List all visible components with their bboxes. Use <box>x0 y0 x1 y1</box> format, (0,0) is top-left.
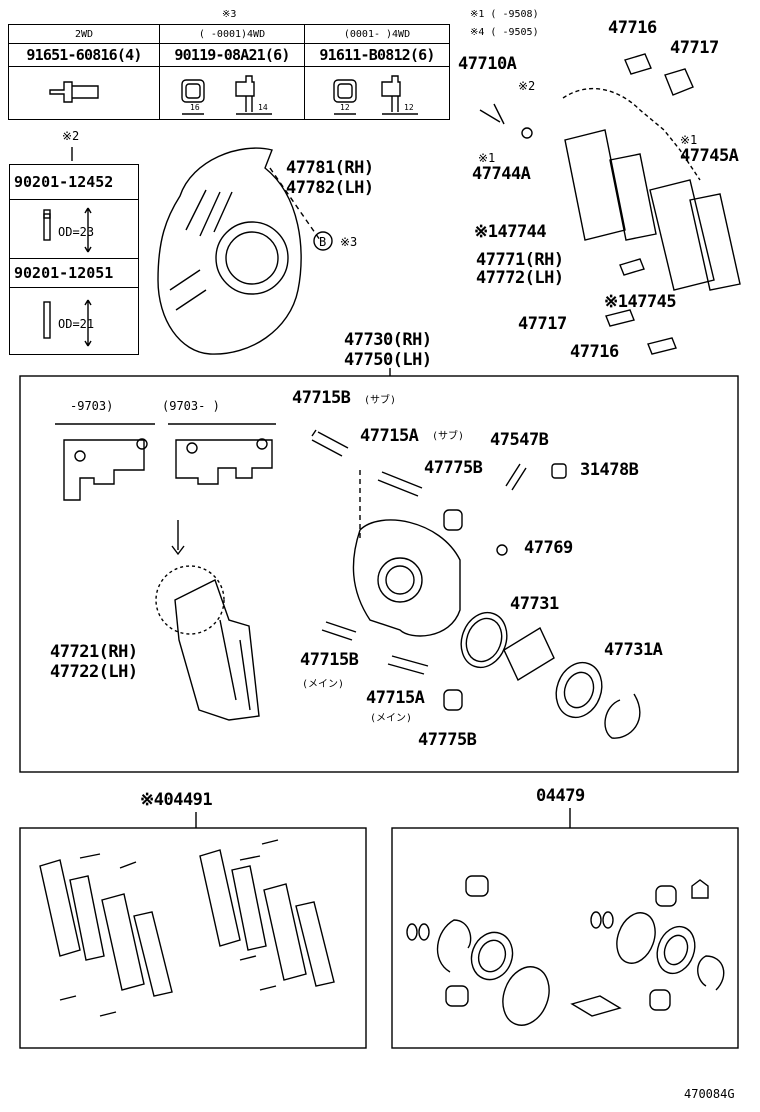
bolt-table: 2WD ( -0001)4WD (0001- )4WD 91651-60816(… <box>8 24 450 120</box>
washer-part-2: 90201-12051 <box>9 258 139 288</box>
label-47731A: 47731A <box>604 640 663 660</box>
bolt-image-4wd-a <box>159 66 305 120</box>
dim-d: 12 <box>404 103 414 112</box>
seal-kit-frame <box>391 827 739 1049</box>
label-47717-top: 47717 <box>670 38 719 58</box>
dust-cover-drawing <box>157 147 333 355</box>
bolt-header-2wd: 2WD <box>8 24 160 44</box>
label-47772: 47772(LH) <box>476 268 564 288</box>
label-47547B: 47547B <box>490 430 549 450</box>
mounting-bracket-drawing <box>155 565 260 721</box>
label-note2: ※2 <box>518 79 536 93</box>
dim-c: 12 <box>340 103 350 112</box>
washer-image-2 <box>9 287 139 355</box>
bolt-table-note: ※3 <box>222 9 237 20</box>
label-kana-main-1: (メイン) <box>302 679 345 690</box>
label-kana-sub-2: (サブ) <box>432 431 465 442</box>
label-47781: 47781(RH) <box>286 158 374 178</box>
bolt-image-2wd <box>8 66 160 120</box>
dim-a: 16 <box>190 103 200 112</box>
washer-note: ※2 <box>62 129 80 143</box>
bolt-part-2wd: 91651-60816(4) <box>8 43 160 67</box>
caliper-assembly-frame <box>19 375 739 773</box>
bolt-image-4wd-b <box>304 66 450 120</box>
seal-kit-drawing <box>406 875 725 1026</box>
label-date-b: (9703- ) <box>162 399 220 413</box>
label-04479: 04479 <box>536 786 585 806</box>
label-47715A-main: 47715A <box>366 688 425 708</box>
label-47745: ※147745 <box>604 292 677 312</box>
label-47744A: 47744A <box>472 164 531 184</box>
pad-kit-frame <box>19 827 367 1049</box>
label-47745A: 47745A <box>680 146 739 166</box>
figure-code: 470084G <box>684 1087 735 1101</box>
label-47710A: 47710A <box>458 54 517 74</box>
pad-kit-drawing <box>39 839 335 1017</box>
label-note1-b: ※1 <box>478 151 496 165</box>
bolt-header-4wd-b: (0001- )4WD <box>304 24 450 44</box>
label-47775B-top: 47775B <box>424 458 483 478</box>
label-date-a: -9703) <box>70 399 114 413</box>
note-4: ※4 ( -9505) <box>470 27 539 38</box>
bolt-part-4wd-a: 90119-08A21(6) <box>159 43 305 67</box>
bolt-header-4wd-a: ( -0001)4WD <box>159 24 305 44</box>
label-04491: ※404491 <box>140 790 213 810</box>
piston-seal-drawing <box>460 611 641 739</box>
label-47715A-sub: 47715A <box>360 426 419 446</box>
label-47769: 47769 <box>524 538 573 558</box>
label-47716-bottom: 47716 <box>570 342 619 362</box>
label-47782: 47782(LH) <box>286 178 374 198</box>
label-47715B-main: 47715B <box>300 650 359 670</box>
label-note3: ※3 <box>340 235 358 249</box>
label-47715B-sub: 47715B <box>292 388 351 408</box>
washer-image-1 <box>9 199 139 259</box>
label-47750: 47750(LH) <box>344 350 432 370</box>
note-1: ※1 ( -9508) <box>470 9 539 20</box>
label-note1-a: ※1 <box>680 133 698 147</box>
label-b-circle: B <box>319 235 327 249</box>
washer-table: 90201-12452 90201-12051 <box>9 164 139 355</box>
dim-b: 14 <box>258 103 268 112</box>
label-47722: 47722(LH) <box>50 662 138 682</box>
bolt-part-4wd-b: 91611-B0812(6) <box>304 43 450 67</box>
label-47771: 47771(RH) <box>476 250 564 270</box>
washer-od-1: OD=23 <box>58 225 95 239</box>
pad-assembly-drawing <box>479 53 741 355</box>
mounting-bracket-variants <box>55 423 276 556</box>
label-31478B: 31478B <box>580 460 639 480</box>
label-kana-sub-1: (サブ) <box>364 395 397 406</box>
guide-bolts-drawing <box>311 429 567 711</box>
washer-part-1: 90201-12452 <box>9 164 139 200</box>
label-47717-bottom: 47717 <box>518 314 567 334</box>
label-47775B-bottom: 47775B <box>418 730 477 750</box>
label-47731: 47731 <box>510 594 559 614</box>
label-47744: ※147744 <box>474 222 547 242</box>
label-kana-main-2: (メイン) <box>370 713 413 724</box>
label-47730: 47730(RH) <box>344 330 432 350</box>
washer-od-2: OD=21 <box>58 317 95 331</box>
caliper-body-drawing <box>352 470 461 637</box>
label-47721: 47721(RH) <box>50 642 138 662</box>
label-47716-top: 47716 <box>608 18 657 38</box>
